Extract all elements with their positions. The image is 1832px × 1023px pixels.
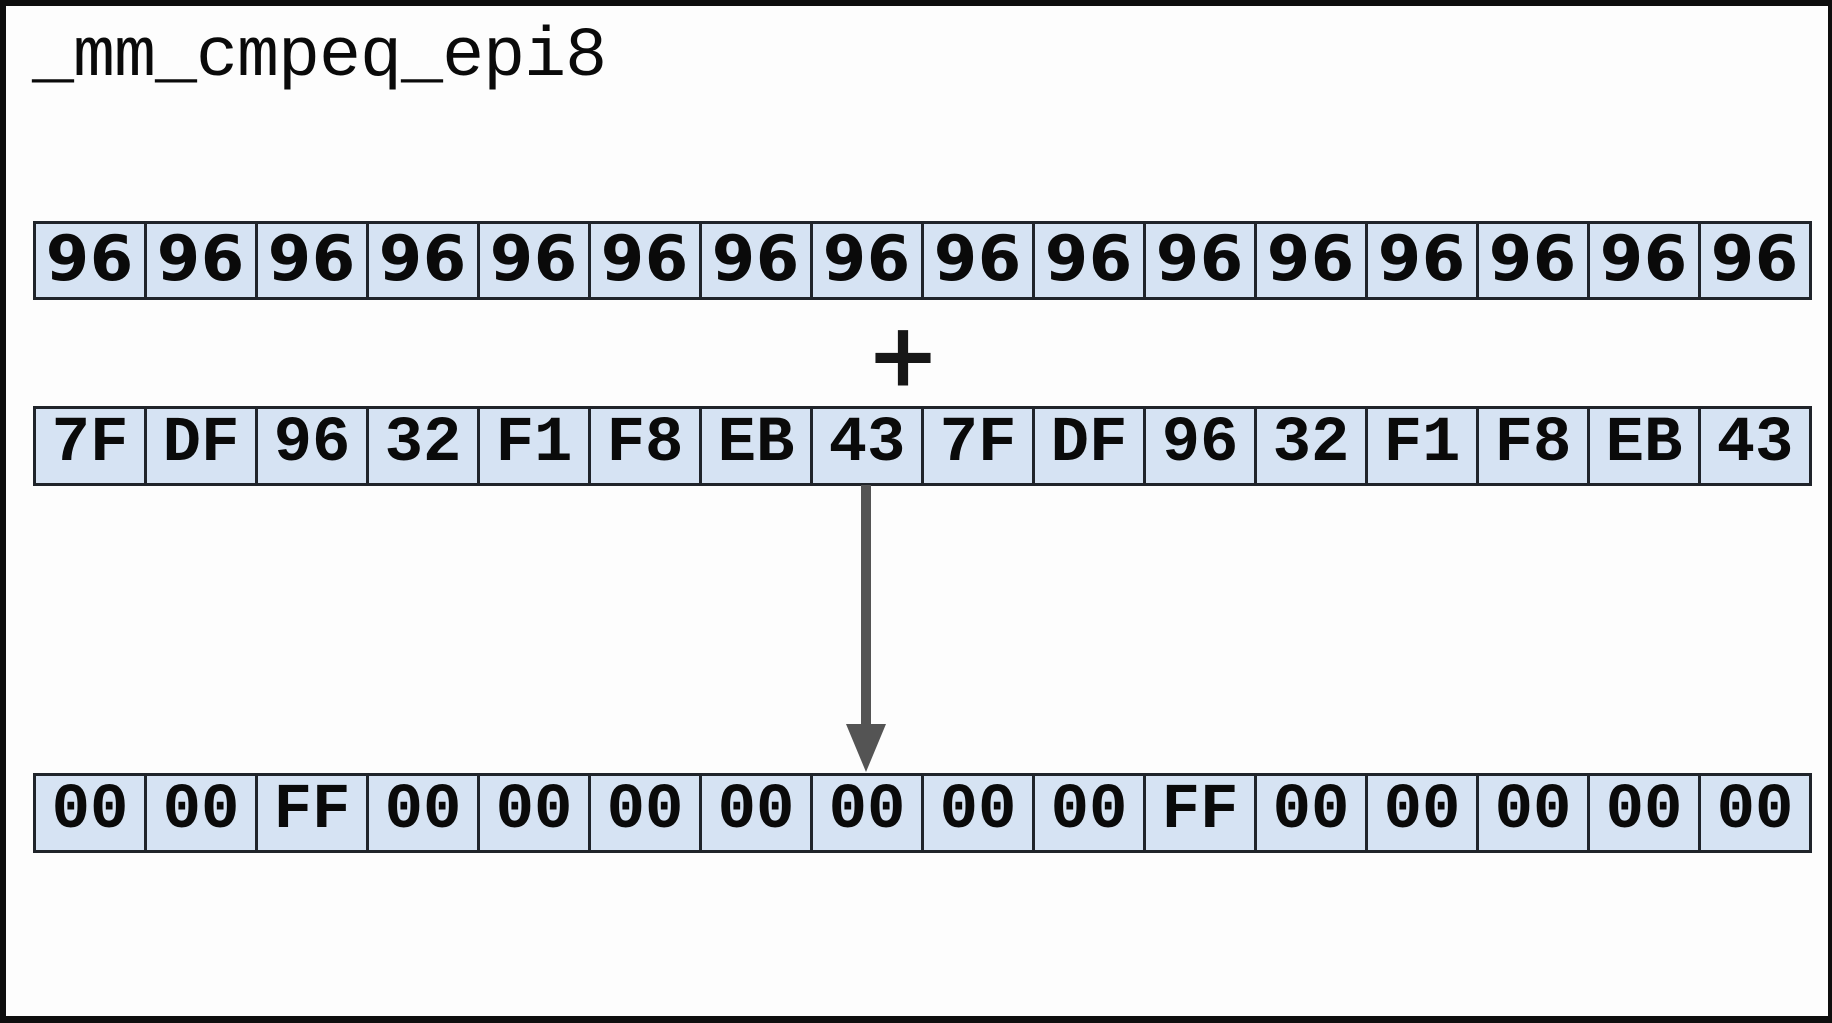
instruction-title: _mm_cmpeq_epi8 [32,18,607,97]
byte-cell: 00 [1479,775,1590,850]
byte-cell: 96 [702,222,813,297]
byte-cell: 96 [924,222,1035,297]
byte-cell: 96 [813,222,924,297]
byte-cell: 96 [1479,222,1590,297]
byte-cell: 96 [1146,222,1257,297]
byte-cell: 96 [480,222,591,297]
byte-cell: EB [1590,408,1701,483]
byte-cell: 43 [813,408,924,483]
byte-cell: DF [1035,408,1146,483]
byte-cell: 32 [1257,408,1368,483]
byte-cell: 00 [480,775,591,850]
byte-cell: 7F [36,408,147,483]
byte-cell: FF [1146,775,1257,850]
byte-cell: 00 [813,775,924,850]
byte-cell: 00 [36,775,147,850]
byte-cell: 96 [591,222,702,297]
byte-cell: FF [258,775,369,850]
byte-cell: 00 [702,775,813,850]
byte-cell: F8 [1479,408,1590,483]
byte-cell: 00 [369,775,480,850]
byte-cell: 00 [591,775,702,850]
byte-cell: F8 [591,408,702,483]
down-arrow-head [846,724,886,772]
byte-cell: EB [702,408,813,483]
byte-cell: 00 [147,775,258,850]
byte-cell: 96 [1590,222,1701,297]
byte-cell: F1 [1368,408,1479,483]
byte-cell: 96 [1035,222,1146,297]
byte-cell: 43 [1701,408,1809,483]
byte-cell: 96 [258,408,369,483]
byte-cell: 96 [36,222,147,297]
byte-cell: 00 [924,775,1035,850]
byte-cell: 96 [147,222,258,297]
plus-operator: + [866,303,940,407]
down-arrow-shaft [861,485,871,726]
byte-cell: 32 [369,408,480,483]
byte-cell: 7F [924,408,1035,483]
byte-cell: 96 [1257,222,1368,297]
byte-cell: DF [147,408,258,483]
byte-cell: 00 [1257,775,1368,850]
byte-cell: 96 [1368,222,1479,297]
byte-cell: 96 [369,222,480,297]
byte-cell: 96 [1146,408,1257,483]
byte-cell: 00 [1701,775,1809,850]
byte-cell: F1 [480,408,591,483]
byte-cell: 00 [1368,775,1479,850]
byte-cell: 00 [1590,775,1701,850]
byte-cell: 00 [1035,775,1146,850]
byte-cell: 96 [1701,222,1809,297]
byte-cell: 96 [258,222,369,297]
